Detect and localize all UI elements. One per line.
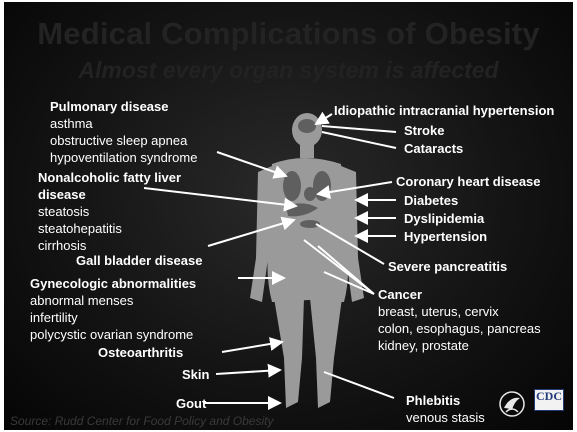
pulmonary-item: asthma bbox=[50, 116, 93, 132]
label-coronary-heart-disease: Coronary heart disease bbox=[396, 174, 541, 190]
label-nafld-cont: disease bbox=[38, 187, 86, 203]
cancer-item: breast, uterus, cervix bbox=[378, 304, 499, 320]
heart bbox=[304, 187, 316, 201]
label-gynecologic: Gynecologic abnormalities bbox=[30, 276, 196, 292]
label-iih: Idiopathic intracranial hypertension bbox=[334, 103, 554, 119]
left-leg bbox=[274, 298, 304, 408]
label-cataracts: Cataracts bbox=[404, 141, 463, 157]
pulmonary-item: obstructive sleep apnea bbox=[50, 133, 187, 149]
label-hypertension: Hypertension bbox=[404, 229, 487, 245]
label-osteoarthritis: Osteoarthritis bbox=[98, 345, 183, 361]
label-severe-pancreatitis: Severe pancreatitis bbox=[388, 259, 507, 275]
cancer-item: kidney, prostate bbox=[378, 338, 469, 354]
cancer-item: colon, esophagus, pancreas bbox=[378, 321, 541, 337]
gyn-item: abnormal menses bbox=[30, 293, 133, 309]
label-dyslipidemia: Dyslipidemia bbox=[404, 211, 484, 227]
body-diagram bbox=[4, 2, 573, 430]
label-cancer: Cancer bbox=[378, 287, 422, 303]
label-phlebitis: Phlebitis bbox=[406, 393, 460, 409]
label-stroke: Stroke bbox=[404, 123, 444, 139]
neck bbox=[300, 142, 314, 158]
phlebitis-item: venous stasis bbox=[406, 410, 485, 426]
right-lung bbox=[313, 171, 331, 201]
right-leg bbox=[310, 298, 342, 408]
gyn-item: infertility bbox=[30, 310, 78, 326]
label-gall-bladder-disease: Gall bladder disease bbox=[76, 253, 202, 269]
torso bbox=[267, 158, 348, 302]
nafld-item: cirrhosis bbox=[38, 238, 86, 254]
gyn-item: polycystic ovarian syndrome bbox=[30, 327, 193, 343]
label-gout: Gout bbox=[176, 396, 206, 412]
nafld-item: steatohepatitis bbox=[38, 221, 122, 237]
label-skin: Skin bbox=[182, 367, 209, 383]
pulmonary-item: hypoventilation syndrome bbox=[50, 150, 197, 166]
label-pulmonary-disease: Pulmonary disease bbox=[50, 99, 169, 115]
source-caption: Source: Rudd Center for Food Policy and … bbox=[10, 414, 273, 428]
brain bbox=[298, 119, 316, 133]
label-diabetes: Diabetes bbox=[404, 193, 458, 209]
nafld-item: steatosis bbox=[38, 204, 89, 220]
slide: Medical Complications of Obesity Almost … bbox=[4, 2, 573, 430]
label-nafld: Nonalcoholic fatty liver bbox=[38, 170, 181, 186]
cdc-logo: CDC bbox=[534, 389, 564, 411]
body-silhouette bbox=[250, 113, 364, 408]
